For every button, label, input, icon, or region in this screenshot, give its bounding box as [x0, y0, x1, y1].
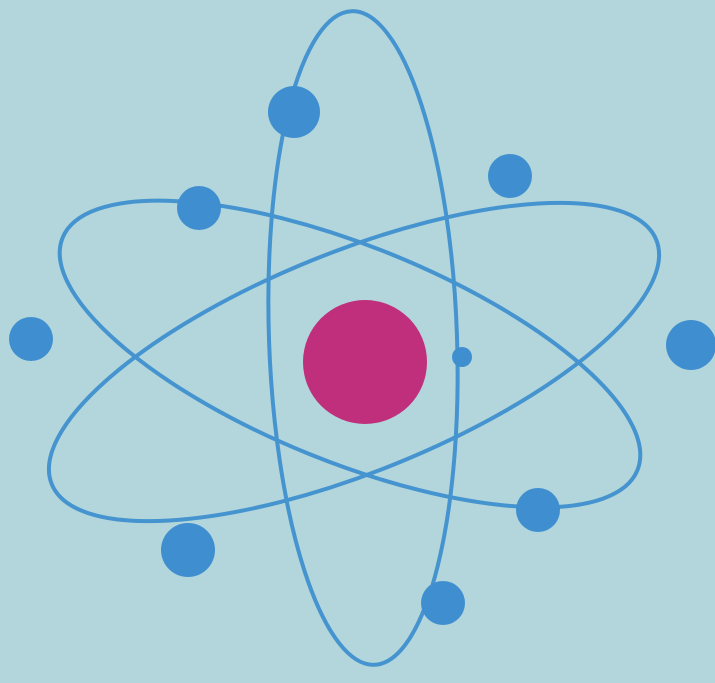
electron — [9, 317, 53, 361]
electron — [666, 320, 715, 370]
electron — [488, 154, 532, 198]
electron — [161, 523, 215, 577]
electron — [177, 186, 221, 230]
electron — [516, 488, 560, 532]
electron — [421, 581, 465, 625]
electron — [268, 86, 320, 138]
electron — [452, 347, 472, 367]
nucleus — [303, 300, 427, 424]
